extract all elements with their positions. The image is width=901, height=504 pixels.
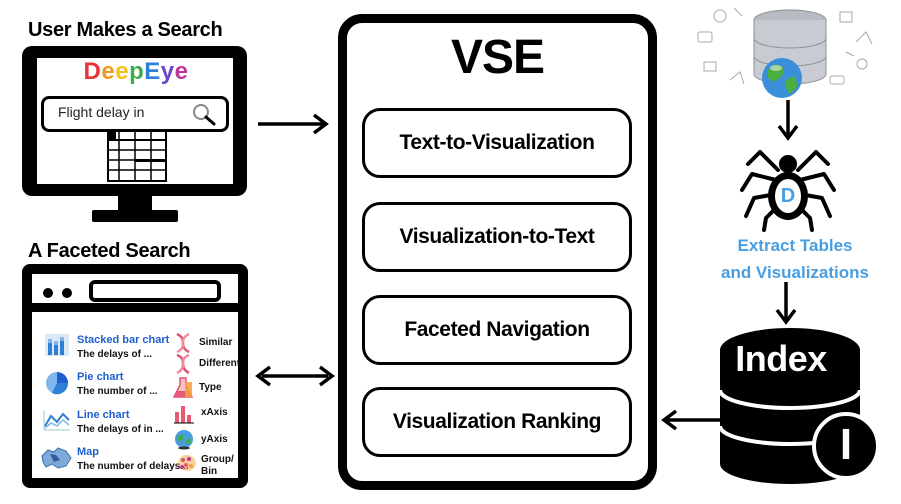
module-text-to-visualization[interactable]: Text-to-Visualization xyxy=(362,108,632,178)
map-icon xyxy=(41,447,72,469)
arrow-down-icon xyxy=(777,100,799,141)
vse-title: VSE xyxy=(450,31,545,84)
dna-icon xyxy=(176,354,190,374)
window-dot xyxy=(62,288,72,298)
facet-type[interactable]: Type xyxy=(199,382,222,393)
search-icon[interactable] xyxy=(191,102,217,126)
spider-crawler-icon xyxy=(740,150,836,232)
result-description: The delays of in ... xyxy=(77,424,164,435)
address-bar[interactable] xyxy=(89,280,221,302)
result-description: The delays of ... xyxy=(77,349,153,360)
result-description: The number of ... xyxy=(77,386,158,397)
browser-toolbar xyxy=(32,274,238,312)
arrow-left-icon xyxy=(661,409,720,431)
index-label: Index xyxy=(735,338,827,379)
result-title[interactable]: Map xyxy=(77,446,99,458)
search-input-value: Flight delay in xyxy=(58,104,145,120)
result-title[interactable]: Pie chart xyxy=(77,371,124,383)
flask-icon xyxy=(172,377,194,398)
logo-letter: e xyxy=(101,58,116,85)
facet-similar[interactable]: Similar xyxy=(199,337,233,348)
double-arrow-icon xyxy=(255,365,335,387)
result-description: The number of delays .. xyxy=(77,461,189,472)
monitor-base xyxy=(92,210,178,222)
facet-yaxis[interactable]: yAxis xyxy=(201,434,228,445)
window-dot xyxy=(43,288,53,298)
logo-letter: E xyxy=(144,58,161,85)
facet-xaxis[interactable]: xAxis xyxy=(201,407,228,418)
logo-letter: p xyxy=(129,58,145,85)
facet-heading: A Faceted Search xyxy=(28,240,191,262)
module-visualization-ranking[interactable]: Visualization Ranking xyxy=(362,387,632,457)
facet-different[interactable]: Different xyxy=(199,358,241,369)
index-badge: I xyxy=(839,420,853,469)
logo-letter: D xyxy=(83,58,102,85)
pie-chart-icon xyxy=(46,372,69,395)
stacked-bar-chart-icon xyxy=(45,334,69,356)
globe-icon xyxy=(175,430,193,450)
line-chart-icon xyxy=(43,410,70,431)
database-globe-icon xyxy=(697,7,873,98)
bar-chart-icon xyxy=(174,406,194,424)
crawler-letter: D xyxy=(780,185,796,207)
extract-label: Extract Tables and Visualizations xyxy=(700,232,890,286)
result-title[interactable]: Line chart xyxy=(77,409,130,421)
extract-line-1: Extract Tables xyxy=(737,236,853,255)
logo-letter: y xyxy=(160,58,175,85)
module-faceted-navigation[interactable]: Faceted Navigation xyxy=(362,295,632,365)
arrow-down-icon xyxy=(775,282,797,325)
arrow-right-icon xyxy=(258,113,329,135)
index-database-icon xyxy=(718,328,880,484)
module-visualization-to-text[interactable]: Visualization-to-Text xyxy=(362,202,632,272)
result-title[interactable]: Stacked bar chart xyxy=(77,334,170,346)
logo-letter: e xyxy=(174,58,189,85)
monitor-stand xyxy=(118,196,152,212)
table-icon xyxy=(107,130,167,182)
scatter-icon xyxy=(178,455,196,471)
deepeye-logo: DeepEye xyxy=(38,58,234,86)
dna-icon xyxy=(176,332,190,354)
extract-line-2: and Visualizations xyxy=(720,263,869,282)
logo-letter: e xyxy=(115,58,130,85)
facet-group-bin[interactable]: Group/ Bin xyxy=(201,454,234,477)
search-heading: User Makes a Search xyxy=(28,19,223,41)
